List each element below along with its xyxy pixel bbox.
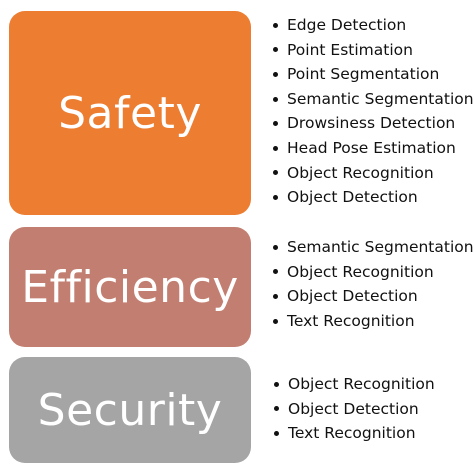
security-list: Object Recognition Object Detection Text… (274, 372, 435, 446)
security-box: Security (9, 357, 251, 463)
bullet-icon (274, 406, 279, 412)
bullet-icon (273, 318, 278, 324)
list-item: Semantic Segmentation (273, 87, 474, 112)
list-item: Drowsiness Detection (273, 111, 474, 136)
safety-label: Safety (58, 87, 202, 139)
list-item: Object Recognition (274, 372, 435, 397)
list-item: Object Detection (273, 284, 474, 309)
list-item: Point Estimation (273, 38, 474, 63)
bullet-icon (274, 430, 279, 436)
list-item: Edge Detection (273, 13, 474, 38)
bullet-icon (273, 269, 278, 275)
bullet-icon (273, 96, 278, 102)
list-item: Point Segmentation (273, 62, 474, 87)
list-item: Object Recognition (273, 161, 474, 186)
security-label: Security (37, 384, 223, 436)
list-item: Head Pose Estimation (273, 136, 474, 161)
bullet-icon (274, 381, 279, 387)
list-item: Object Detection (273, 185, 474, 210)
bullet-icon (273, 293, 278, 299)
bullet-icon (273, 47, 278, 53)
safety-box: Safety (9, 11, 251, 215)
list-item: Object Recognition (273, 260, 474, 285)
bullet-icon (273, 22, 278, 28)
bullet-icon (273, 121, 278, 127)
list-item: Semantic Segmentation (273, 235, 474, 260)
efficiency-list: Semantic Segmentation Object Recognition… (273, 235, 474, 333)
bullet-icon (273, 170, 278, 176)
bullet-icon (273, 244, 278, 250)
list-item: Text Recognition (274, 421, 435, 446)
bullet-icon (273, 71, 278, 77)
list-item: Object Detection (274, 397, 435, 422)
safety-list: Edge Detection Point Estimation Point Se… (273, 13, 474, 210)
efficiency-label: Efficiency (21, 261, 239, 313)
efficiency-box: Efficiency (9, 227, 251, 347)
bullet-icon (273, 194, 278, 200)
bullet-icon (273, 145, 278, 151)
list-item: Text Recognition (273, 309, 474, 334)
